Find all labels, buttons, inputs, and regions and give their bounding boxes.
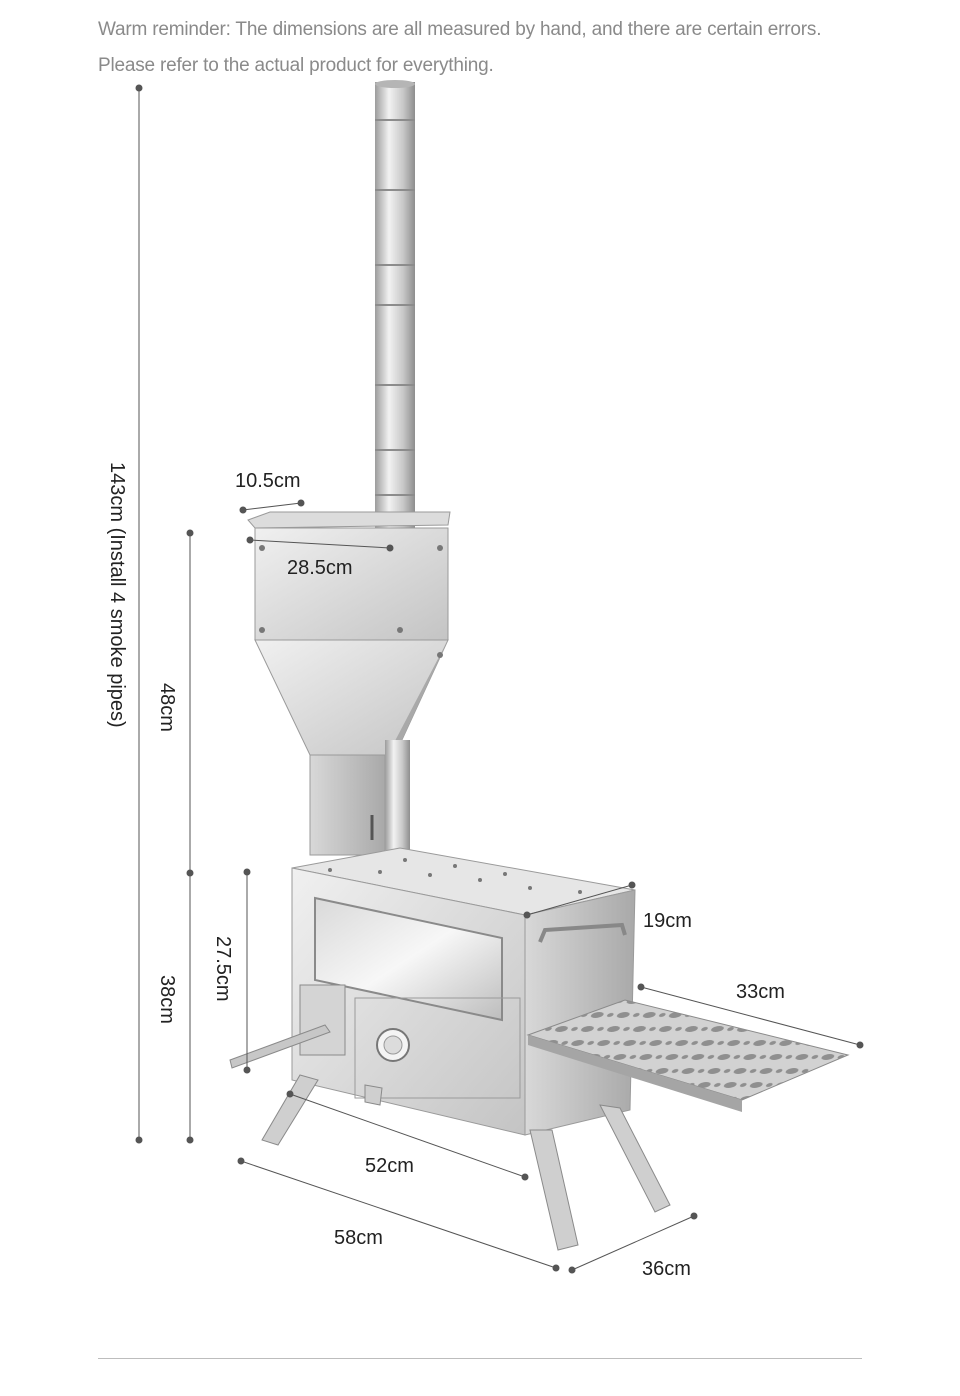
stove-legs: [261, 1074, 671, 1251]
pipe-diameter-label: 10.5cm: [235, 470, 301, 492]
box-height-label: 27.5cm: [212, 936, 234, 1002]
total-height-label: 143cm (Install 4 smoke pipes): [106, 462, 128, 728]
inner-width-label: 52cm: [365, 1155, 414, 1177]
body-depth-label: 19cm: [643, 910, 692, 932]
warm-reminder: Warm reminder: The dimensions are all me…: [98, 12, 821, 84]
reminder-line-2: Please refer to the actual product for e…: [98, 55, 494, 76]
reminder-line-1: Warm reminder: The dimensions are all me…: [98, 19, 822, 40]
rivets: [328, 858, 582, 894]
water-tank: [247, 511, 451, 760]
left-rack: [229, 1024, 331, 1069]
chimney-pipe: [375, 80, 415, 532]
outer-width-label: 58cm: [334, 1227, 383, 1249]
stove-body: [291, 847, 636, 1136]
dimension-lines: [135, 84, 864, 1274]
side-shelf: [526, 999, 850, 1112]
bottom-divider: [98, 1358, 862, 1359]
lower-height-label: 38cm: [156, 975, 178, 1024]
neck-pipe: [309, 740, 410, 856]
water-tank-width-label: 28.5cm: [287, 557, 353, 579]
leg-depth-label: 36cm: [642, 1258, 691, 1280]
upper-height-label: 48cm: [156, 683, 178, 732]
shelf-length-label: 33cm: [736, 981, 785, 1003]
